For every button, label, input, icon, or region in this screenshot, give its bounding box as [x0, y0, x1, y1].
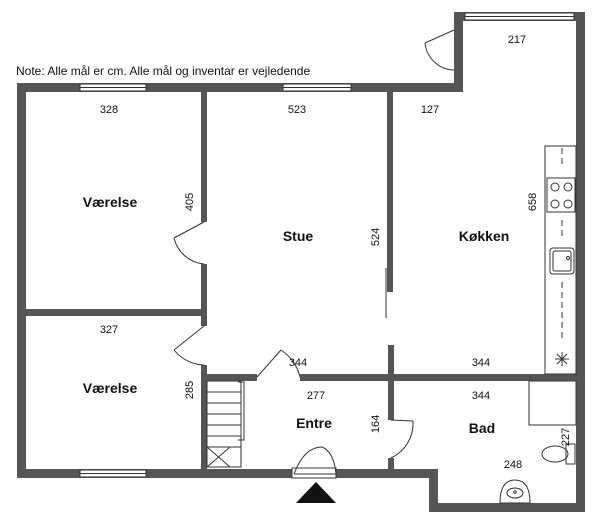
room-label-vaerelse-top: Værelse: [83, 194, 138, 210]
sink-icon: [549, 247, 575, 275]
stairs-rail: [238, 381, 245, 441]
wall-ext-left: [454, 12, 463, 92]
interior-walls: [26, 92, 576, 469]
dim-koekken-depth: 658: [527, 193, 539, 211]
room-label-entre: Entre: [296, 415, 332, 431]
stairs: [206, 380, 242, 468]
wall-bedrooms-living-mid: [201, 264, 207, 326]
wall-right: [576, 12, 585, 512]
dim-entre-width: 277: [307, 390, 325, 402]
door-bad[interactable]: [390, 419, 414, 459]
door-bedroom-top[interactable]: [173, 221, 205, 265]
extractor-fan-icon: [555, 352, 569, 366]
wall-entre-bad-lower: [388, 458, 394, 469]
room-label-bad: Bad: [469, 420, 495, 436]
dim-bad-depth: 227: [560, 428, 572, 446]
dim-vaerelse-top-depth: 405: [184, 193, 196, 211]
washbasin-icon: [499, 479, 531, 504]
wall-bedroom-entre: [201, 365, 207, 469]
wall-entre-bad: [388, 345, 394, 420]
wall-bottom-step: [429, 469, 438, 512]
wall-entre-top-left: [207, 374, 257, 381]
dim-entre-depth: 164: [370, 415, 382, 433]
door-balcony[interactable]: [424, 29, 455, 71]
dim-top-extension-width: 217: [508, 34, 526, 46]
note-text: Note: Alle mål er cm. Alle mål og invent…: [16, 64, 310, 78]
wall-left: [17, 83, 26, 478]
dim-stue-width: 523: [288, 104, 306, 116]
room-label-stue: Stue: [283, 228, 314, 244]
door-bedroom-bottom[interactable]: [173, 325, 205, 366]
shower-area: [528, 380, 577, 426]
dim-bad-lower-width: 248: [504, 459, 522, 471]
wall-top-left: [17, 83, 463, 92]
room-label-koekken: Køkken: [459, 228, 510, 244]
window-sills: [80, 16, 574, 474]
wall-bedrooms-divider: [26, 309, 207, 316]
wall-bottom-right: [429, 503, 585, 512]
dim-vaerelse-top-width: 328: [100, 104, 118, 116]
door-front[interactable]: [291, 446, 337, 479]
dim-koekken-lower-width: 344: [472, 357, 490, 369]
doors: [173, 29, 455, 479]
wall-living-kitchen: [387, 92, 393, 292]
dim-vaerelse-bottom-width: 327: [100, 324, 118, 336]
dim-bad-width: 344: [472, 390, 490, 402]
door-entre-living[interactable]: [256, 349, 301, 378]
wall-bedrooms-living-upper: [201, 92, 207, 222]
dim-entre-width-upper: 344: [289, 357, 307, 369]
stove-icon: [546, 177, 576, 213]
dim-stue-depth: 524: [370, 228, 382, 246]
dim-koekken-width: 127: [421, 104, 439, 116]
dim-vaerelse-bottom-depth: 285: [184, 381, 196, 399]
room-label-vaerelse-bottom: Værelse: [83, 380, 138, 396]
entrance-arrow-icon: [296, 482, 336, 503]
windows: [79, 12, 575, 478]
wall-bottom-left: [17, 469, 438, 478]
kitchen-counter: [544, 145, 577, 375]
wall-entre-top-right: [300, 374, 576, 381]
toilet-icon: [541, 443, 576, 465]
